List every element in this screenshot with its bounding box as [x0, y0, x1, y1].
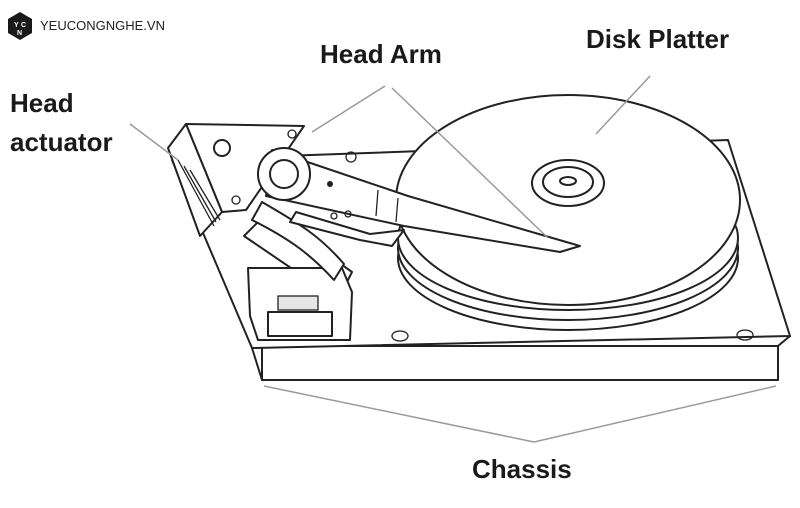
- ycn-logo-icon: Y C N: [8, 12, 32, 40]
- watermark-text: YEUCONGNGHE.VN: [40, 18, 165, 33]
- label-chassis: Chassis: [472, 454, 572, 484]
- svg-text:Y: Y: [14, 22, 19, 29]
- label-head-actuator-line2: actuator: [10, 127, 113, 157]
- connector-block: [247, 267, 353, 341]
- label-disk-platter: Disk Platter: [586, 24, 729, 54]
- head-arm: [257, 147, 581, 253]
- svg-text:C: C: [21, 22, 26, 29]
- svg-text:N: N: [17, 30, 22, 37]
- label-head-actuator-line1: Head: [10, 88, 74, 118]
- label-head-arm: Head Arm: [320, 39, 442, 69]
- leader-lines: [129, 75, 777, 443]
